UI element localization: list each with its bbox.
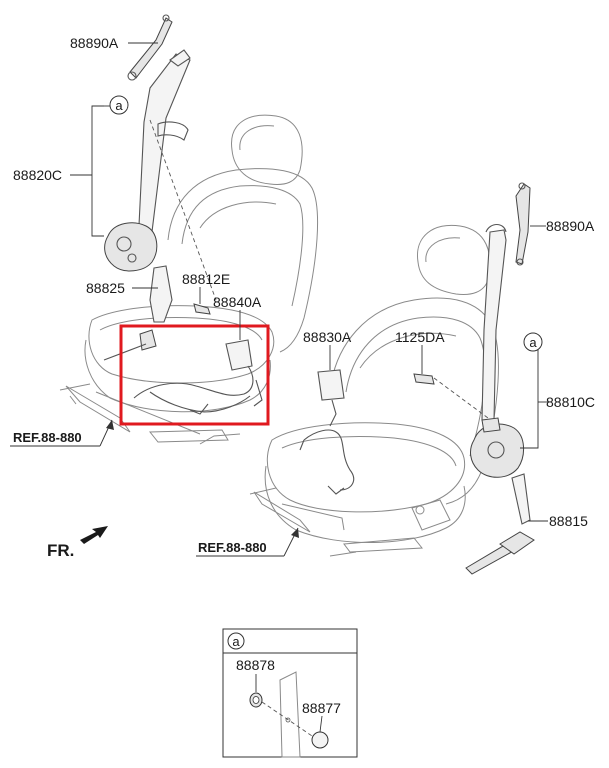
label-88890a-right: 88890A bbox=[546, 218, 595, 234]
ref-label-left: REF.88-880 bbox=[13, 430, 82, 445]
callout-a-left: a bbox=[109, 95, 129, 115]
svg-text:FR.: FR. bbox=[47, 541, 74, 560]
svg-text:a: a bbox=[529, 335, 537, 350]
callout-a-right: a bbox=[523, 332, 543, 352]
label-88878: 88878 bbox=[236, 657, 275, 673]
label-88840a: 88840A bbox=[213, 294, 262, 310]
svg-text:a: a bbox=[115, 98, 123, 113]
front-direction-indicator: FR. bbox=[47, 526, 108, 560]
label-88877: 88877 bbox=[302, 700, 341, 716]
label-88810c: 88810C bbox=[546, 394, 595, 410]
label-88890a-top: 88890A bbox=[70, 35, 119, 51]
highlight-box bbox=[119, 324, 270, 426]
left-seat-belt bbox=[103, 14, 253, 371]
detail-box-a: a 88878 88877 bbox=[222, 628, 358, 758]
right-seat bbox=[249, 224, 499, 557]
part-labels: 88890A 88820C 88825 88812E 88840A 88830A… bbox=[13, 35, 595, 529]
label-88815: 88815 bbox=[549, 513, 588, 529]
ref-label-right: REF.88-880 bbox=[198, 540, 267, 555]
right-seat-wiring bbox=[299, 429, 355, 495]
label-88820c: 88820C bbox=[13, 167, 62, 183]
right-seat-belt bbox=[317, 182, 535, 575]
label-1125da: 1125DA bbox=[395, 329, 445, 345]
front-arrow-icon bbox=[80, 526, 108, 544]
label-88825: 88825 bbox=[86, 280, 125, 296]
svg-text:a: a bbox=[232, 634, 240, 649]
left-seat-wiring bbox=[133, 365, 263, 415]
left-seat bbox=[59, 114, 318, 445]
label-88830a: 88830A bbox=[303, 329, 352, 345]
leader-lines bbox=[10, 42, 548, 557]
label-88812e: 88812E bbox=[182, 271, 230, 287]
